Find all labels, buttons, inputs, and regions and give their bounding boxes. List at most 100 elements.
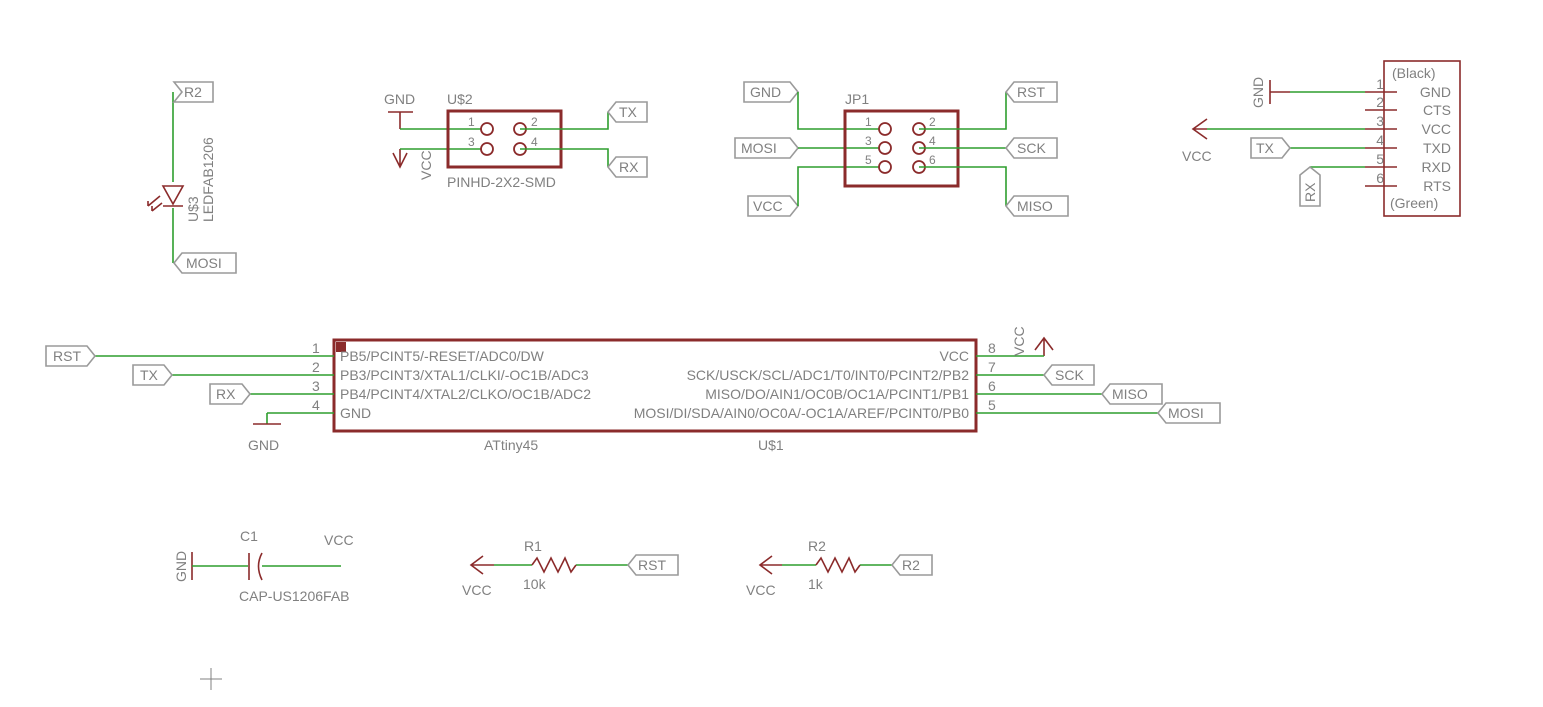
net-label-vcc-c1: VCC [324,532,354,548]
ftdi-pin-number: 2 [1376,94,1384,110]
net-label-vcc-r1: VCC [462,582,492,598]
attiny45-designator: U$1 [758,437,784,453]
gnd-symbol-ftdi [1269,80,1290,104]
ftdi-pin-number: 5 [1376,151,1384,167]
ftdi-pin-name: CTS [1423,102,1451,118]
net-label-sck-jp1-text: SCK [1017,140,1046,156]
pin1-marker [336,342,346,352]
net-label-mosi-mcu-text: MOSI [1168,405,1204,421]
mcu-pin-number: 8 [988,340,996,356]
jp1[interactable]: GND MOSI VCC 1 3 5 2 4 6 RST SCK MISO JP… [734,81,1069,217]
ftdi-top-label: (Black) [1392,65,1436,81]
u2-pin3: 3 [468,135,475,149]
mcu-pin-number: 7 [988,359,996,375]
mcu-pin-name: VCC [939,348,969,364]
jp1-pin3: 3 [865,134,872,148]
net-label-tx-mcu [132,364,174,386]
mcu-pin-number: 3 [312,378,320,394]
net-label-r2-led-text: R2 [184,84,202,100]
net-label-rx-u2-text: RX [619,159,639,175]
mcu-pin-name: MOSI/DI/SDA/AIN0/OC0A/-OC1A/AREF/PCINT0/… [634,405,970,421]
net-label-vcc-jp1-text: VCC [753,198,783,214]
attiny45-value: ATtiny45 [484,437,538,453]
resistor-r1-symbol [531,556,577,574]
jp1-pin4: 4 [929,134,936,148]
crosshair-cursor [200,668,222,690]
net-label-gnd-jp1 [743,81,800,103]
resistor-r2[interactable]: VCC R2 1k R2 [746,538,933,598]
net-label-miso-jp1 [1004,195,1069,217]
vcc-symbol-mcu [1034,336,1054,356]
net-label-sck-mcu [1042,364,1095,386]
net-label-r2-r2-text: R2 [902,557,920,573]
net-label-sck-mcu-text: SCK [1055,367,1084,383]
mcu-pin-number: 4 [312,397,320,413]
net-label-rst-jp1 [1004,81,1058,103]
net-label-rst-r1-text: RST [638,557,666,573]
resistor-r1[interactable]: VCC R1 10k RST [462,538,679,598]
net-label-tx-ftdi [1250,137,1292,159]
jp1-designator: JP1 [845,91,869,107]
net-label-vcc-jp1 [747,195,800,217]
header-u2-body [446,109,563,169]
ftdi-body [1383,60,1461,217]
net-label-miso-mcu-text: MISO [1112,386,1148,402]
ftdi-bottom-label: (Green) [1390,195,1438,211]
net-label-rst-r1 [626,554,679,576]
mcu-pin-name: PB5/PCINT5/-RESET/ADC0/DW [340,348,545,364]
ftdi-pin-name: VCC [1421,121,1451,137]
vcc-label-u2: VCC [418,150,434,180]
jp1-pin2: 2 [929,115,936,129]
led-designator: U$3 [185,196,201,222]
header-u2-value: PINHD-2X2-SMD [447,174,556,190]
capacitor-symbol [248,552,263,581]
net-label-vcc-ftdi: VCC [1182,148,1212,164]
capacitor-c1[interactable]: GND C1 VCC CAP-US1206FAB [173,528,354,604]
jp1-pin6: 6 [929,153,936,167]
net-label-r2-r2 [890,554,933,576]
header-u2[interactable]: GND VCC 1 3 2 4 TX RX U$2 PINHD-2X2-SMD [384,91,648,190]
net-label-rst-mcu-text: RST [53,348,81,364]
net-label-gnd-mcu: GND [248,437,279,453]
ftdi-pin-name: RXD [1421,159,1451,175]
ftdi-pin-number: 4 [1376,132,1384,148]
r2-designator: R2 [808,538,826,554]
net-label-rx-mcu-text: RX [216,386,236,402]
net-label-rx-u2 [606,156,648,178]
net-label-mosi-jp1-text: MOSI [741,140,777,156]
u2-pin2: 2 [531,115,538,129]
ftdi-pin-number: 6 [1376,170,1384,186]
u2-pin4: 4 [531,135,538,149]
net-label-tx-u2-text: TX [619,104,638,120]
ftdi-pin-name: TXD [1423,140,1451,156]
r1-value: 10k [523,576,547,592]
net-label-mosi-led [172,252,237,274]
jp1-pin1: 1 [865,115,872,129]
net-label-r2-led [172,81,214,103]
net-label-tx-mcu-text: TX [140,367,159,383]
net-label-mosi-jp1 [734,137,800,159]
led-symbol [161,185,185,207]
vcc-arrow-r1 [469,555,494,575]
led-u3[interactable]: R2 MOSI U$3 LEDFAB1206 [147,81,237,274]
header-u2-designator: U$2 [447,91,473,107]
mcu-pin-name: SCK/USCK/SCL/ADC1/T0/INT0/PCINT2/PB2 [687,367,970,383]
net-label-gnd-jp1-text: GND [750,84,781,100]
net-label-rx-ftdi [1299,165,1321,207]
net-label-miso-jp1-text: MISO [1017,198,1053,214]
net-label-gnd-ftdi: GND [1250,77,1266,108]
c1-designator: C1 [240,528,258,544]
mcu-pin-number: 6 [988,378,996,394]
led-value: LEDFAB1206 [200,137,216,222]
jp1-pin5: 5 [865,153,872,167]
r2-value: 1k [808,576,824,592]
ftdi-pin-number: 3 [1376,113,1384,129]
net-label-rx-mcu [209,383,252,405]
vcc-arrow-r2 [758,555,782,575]
led-light-arrows [147,195,163,212]
